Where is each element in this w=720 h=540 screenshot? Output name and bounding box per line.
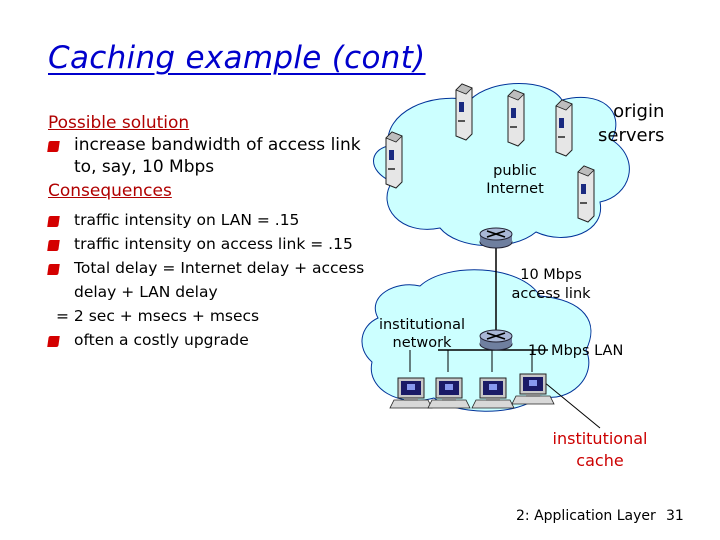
solution-bullet: increase bandwidth of access link to, sa… [47,134,368,178]
consequence-bullet: Total delay = Internet delay + access de… [47,256,368,304]
cache-pointer-line [543,381,601,429]
origin-server-icon [577,165,595,223]
access-link-label: 10 Mbps access link [511,267,591,302]
origin-server-icon [455,83,473,141]
origin-servers-label: origin servers [598,101,665,146]
origin-server-icon [507,89,525,147]
lan-label: 10 Mbps LAN [528,343,624,359]
footer-chapter: 2: Application Layer [516,508,656,524]
slide-title: Caching example (cont) [48,40,426,76]
page-number: 31 [666,508,684,524]
consequence-bullet: often a costly upgrade [47,328,368,352]
internet-router-icon [479,227,513,249]
consequence-bullet: traffic intensity on access link = .15 [47,232,368,256]
possible-solution-heading: Possible solution [48,113,190,133]
origin-server-icon [385,131,403,189]
origin-server-icon [555,99,573,157]
public-internet-label: public Internet [486,163,544,197]
consequences-heading: Consequences [48,181,172,201]
consequence-bullet: traffic intensity on LAN = .15 [47,208,368,232]
institutional-router-icon [479,329,513,351]
institutional-cache-label: institutional cache [552,429,648,470]
total-delay-continuation: = 2 sec + msecs + msecs [56,307,260,325]
institutional-network-label: institutional network [378,317,466,351]
text-column: Possible solution increase bandwidth of … [47,112,368,352]
